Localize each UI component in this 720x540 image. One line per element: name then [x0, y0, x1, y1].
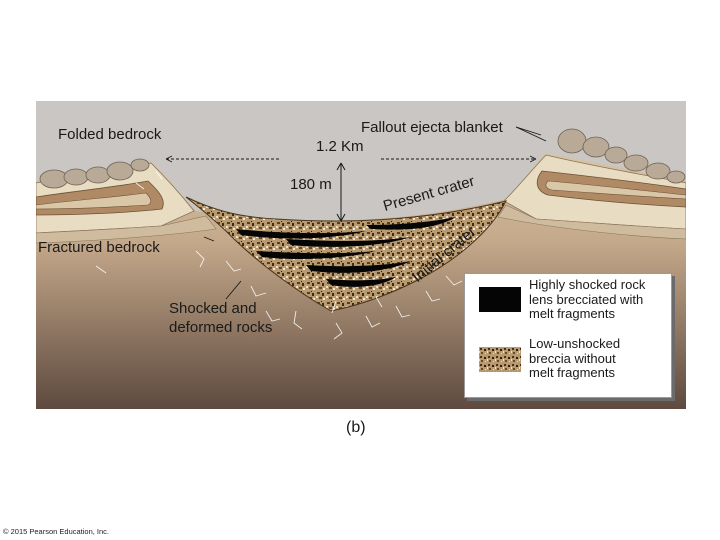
fallout-ejecta-label: Fallout ejecta blanket [361, 119, 503, 136]
pointer-lines [203, 126, 547, 300]
legend-swatch-breccia [479, 347, 521, 372]
copyright-credit: © 2015 Pearson Education, Inc. [3, 527, 110, 536]
depth-label: 180 m [290, 176, 332, 193]
legend: Highly shocked rock lens brecciated with… [464, 273, 672, 398]
width-label: 1.2 Km [316, 138, 364, 155]
shocked-rocks-label-line2: deformed rocks [169, 319, 273, 336]
melt-lenses [236, 217, 456, 287]
legend-swatch-melt-lens [479, 287, 521, 312]
shocked-rocks-label-line1: Shocked and [169, 300, 257, 317]
folded-bedrock-label: Folded bedrock [58, 126, 162, 143]
legend-item-melt-lens: Highly shocked rock lens brecciated with… [529, 277, 646, 322]
fracture-lines [95, 170, 463, 340]
legend-text-line: melt fragments [529, 306, 615, 321]
figure-caption: (b) [346, 419, 366, 436]
fractured-bedrock-label: Fractured bedrock [38, 239, 160, 256]
width-dimension [165, 155, 537, 163]
legend-text-line: Low-unshocked [529, 336, 621, 351]
legend-item-breccia: Low-unshocked breccia without melt fragm… [529, 336, 621, 381]
right-lower-strata [497, 204, 686, 240]
legend-text-line: lens brecciated with [529, 291, 644, 307]
legend-text-line: melt fragments [529, 365, 615, 380]
legend-text-line: Highly shocked rock [529, 277, 646, 292]
legend-text-line: breccia without [529, 350, 616, 366]
left-bedrock-band [36, 192, 152, 210]
left-ejecta-boulders [39, 158, 150, 189]
left-lower-strata [36, 215, 217, 244]
depth-dimension [336, 162, 346, 222]
right-bedrock-band [545, 180, 686, 200]
right-ejecta-boulders [557, 128, 686, 184]
